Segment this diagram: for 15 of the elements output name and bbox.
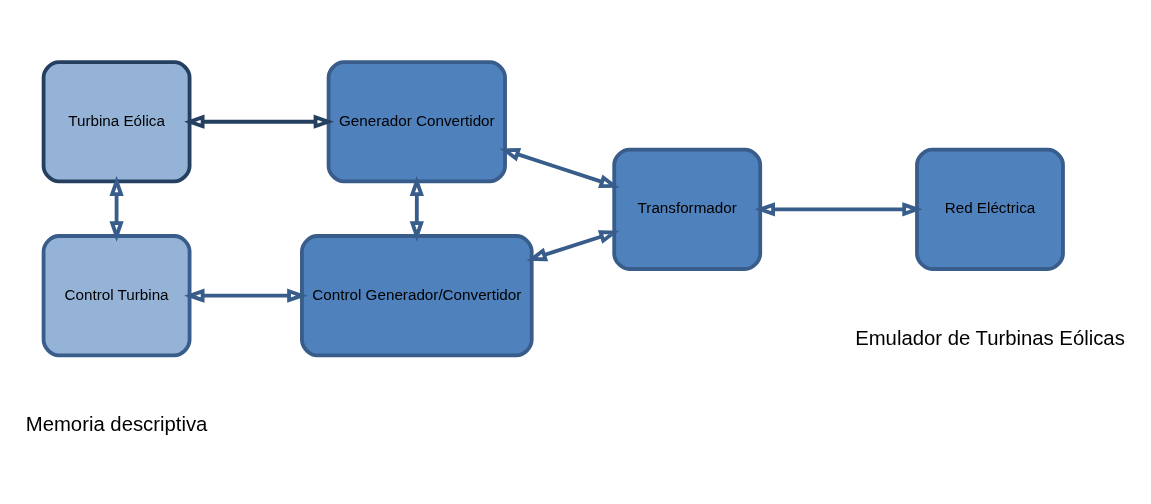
arrow	[499, 147, 620, 188]
label: Memoria descriptiva	[25, 412, 208, 435]
arrow	[526, 229, 620, 261]
arrow	[109, 175, 124, 242]
node-box: Transformador	[612, 147, 763, 271]
node-box: Control Turbina	[41, 233, 192, 357]
arrow	[184, 288, 308, 303]
arrow	[754, 201, 923, 216]
node-box: Turbina Eólica	[41, 59, 192, 183]
node-box: Control Generador/Convertidor	[300, 233, 534, 357]
node-box: Generador Convertidor	[326, 59, 507, 183]
node-box: Red Eléctrica	[915, 147, 1065, 271]
label: Emulador de Turbinas Eólicas	[855, 326, 1125, 349]
arrow	[184, 114, 334, 129]
arrow	[409, 175, 424, 242]
